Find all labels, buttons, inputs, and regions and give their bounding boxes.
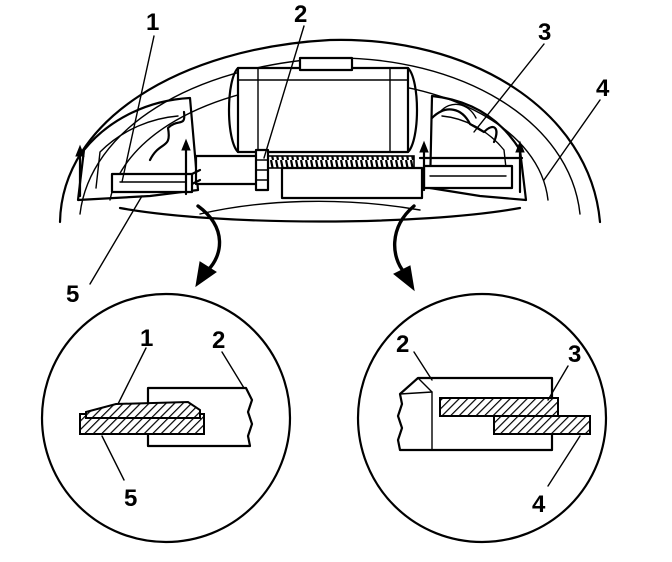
callout-top-2: 2 <box>294 1 307 28</box>
callout-top-3: 3 <box>538 19 551 46</box>
callout-left-detail-5: 5 <box>124 485 137 512</box>
callout-top-1: 1 <box>146 9 159 36</box>
adjuster-screw-assembly <box>178 148 424 200</box>
left-lever-and-pin <box>75 138 194 198</box>
right-lever-and-pin <box>418 140 525 194</box>
callout-left-detail-1: 1 <box>140 325 153 352</box>
left-detail-circle <box>40 292 292 544</box>
curved-arrow-down-icon <box>393 204 416 292</box>
callout-right-detail-3: 3 <box>568 341 581 368</box>
right-detail-circle <box>356 292 608 544</box>
callout-top-4: 4 <box>596 75 610 102</box>
top-leader-lines <box>89 25 601 285</box>
wheel-cylinder <box>227 56 419 154</box>
callout-left-detail-2: 2 <box>212 327 225 354</box>
callout-right-detail-2: 2 <box>396 331 409 358</box>
callout-top-5: 5 <box>66 281 79 308</box>
callout-right-detail-4: 4 <box>532 491 546 518</box>
curved-arrow-down-icon <box>195 204 222 288</box>
